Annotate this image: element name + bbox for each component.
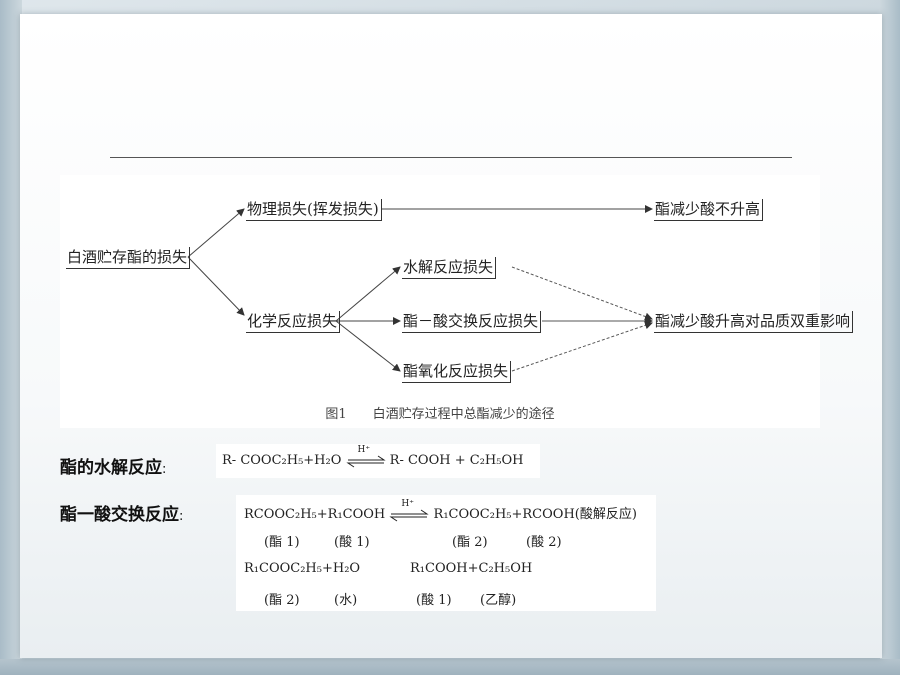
bottom-decorative-band bbox=[0, 659, 900, 675]
hydrolysis-label-text: 酯的水解反应 bbox=[60, 458, 162, 478]
hydrolysis-lhs: R- COOC₂H₅+H₂O bbox=[222, 453, 342, 468]
line4-ethanol: (乙醇) bbox=[480, 593, 517, 608]
exchange-label-colon: : bbox=[179, 509, 184, 524]
hydrolysis-equation: R- COOC₂H₅+H₂O H⁺ R- COOH + C₂H₅OH bbox=[216, 444, 540, 478]
exchange-line-1: RCOOC₂H₅+R₁COOH H⁺ R₁COOC₂H₅+RCOOH(酸解反应) bbox=[244, 499, 637, 523]
exchange-lhs: RCOOC₂H₅+R₁COOH bbox=[244, 507, 386, 522]
line4-water: (水) bbox=[334, 593, 358, 608]
slide-panel: 白酒贮存酯的损失 物理损失(挥发损失) 酯减少酸不升高 化学反应损失 水解反应损… bbox=[20, 14, 882, 658]
arrow-chemical-oxidation bbox=[335, 320, 401, 372]
exchange-equations: RCOOC₂H₅+R₁COOH H⁺ R₁COOC₂H₅+RCOOH(酸解反应)… bbox=[236, 495, 656, 611]
arrow-root-physical bbox=[187, 208, 245, 258]
diagram-connectors bbox=[187, 205, 653, 372]
node-exchange: 酯－酸交换反应损失 bbox=[402, 311, 542, 333]
title-rule bbox=[110, 157, 792, 158]
node-physical-result: 酯减少酸不升高 bbox=[654, 199, 764, 221]
hydrolysis-rhs: R- COOH + C₂H₅OH bbox=[389, 453, 524, 468]
line3-lhs: R₁COOC₂H₅+H₂O bbox=[244, 561, 361, 576]
node-physical-loss: 物理损失(挥发损失) bbox=[246, 199, 382, 221]
line4-ester2: (酯 2) bbox=[264, 593, 300, 608]
right-decorative-band bbox=[880, 0, 900, 675]
hydrolysis-catalyst: H⁺ bbox=[357, 444, 371, 455]
node-chemical-loss: 化学反应损失 bbox=[246, 311, 341, 333]
figure-caption: 图1 白酒贮存过程中总酯减少的途径 bbox=[325, 407, 555, 422]
line2-acid1: (酸 1) bbox=[334, 535, 370, 550]
node-root: 白酒贮存酯的损失 bbox=[66, 247, 191, 269]
line4-acid1: (酸 1) bbox=[416, 593, 452, 608]
exchange-rhs: R₁COOC₂H₅+RCOOH bbox=[433, 507, 575, 522]
left-decorative-band bbox=[0, 0, 22, 675]
node-hydrolysis: 水解反应损失 bbox=[402, 257, 497, 279]
node-oxidation: 酯氧化反应损失 bbox=[402, 361, 512, 383]
exchange-label: 酯一酸交换反应: bbox=[60, 500, 183, 525]
hydrolysis-label-colon: : bbox=[162, 462, 167, 477]
line3-rhs: R₁COOH+C₂H₅OH bbox=[410, 561, 533, 576]
exchange-catalyst: H⁺ bbox=[401, 498, 414, 509]
hydrolysis-label: 酯的水解反应: bbox=[60, 453, 166, 478]
exchange-note: (酸解反应) bbox=[574, 507, 637, 522]
exchange-label-text: 酯一酸交换反应 bbox=[60, 505, 179, 525]
node-chemical-result: 酯减少酸升高对品质双重影响 bbox=[654, 311, 854, 333]
ester-loss-diagram: 白酒贮存酯的损失 物理损失(挥发损失) 酯减少酸不升高 化学反应损失 水解反应损… bbox=[60, 175, 854, 428]
line2-ester1: (酯 1) bbox=[264, 535, 300, 550]
reversible-arrow-icon: H⁺ bbox=[345, 445, 386, 468]
arrow-root-chemical bbox=[187, 256, 245, 316]
reversible-arrow-icon: H⁺ bbox=[389, 499, 430, 522]
line2-ester2: (酯 2) bbox=[452, 535, 488, 550]
line2-acid2: (酸 2) bbox=[526, 535, 562, 550]
arrow-chemical-hydrolysis bbox=[335, 266, 401, 322]
